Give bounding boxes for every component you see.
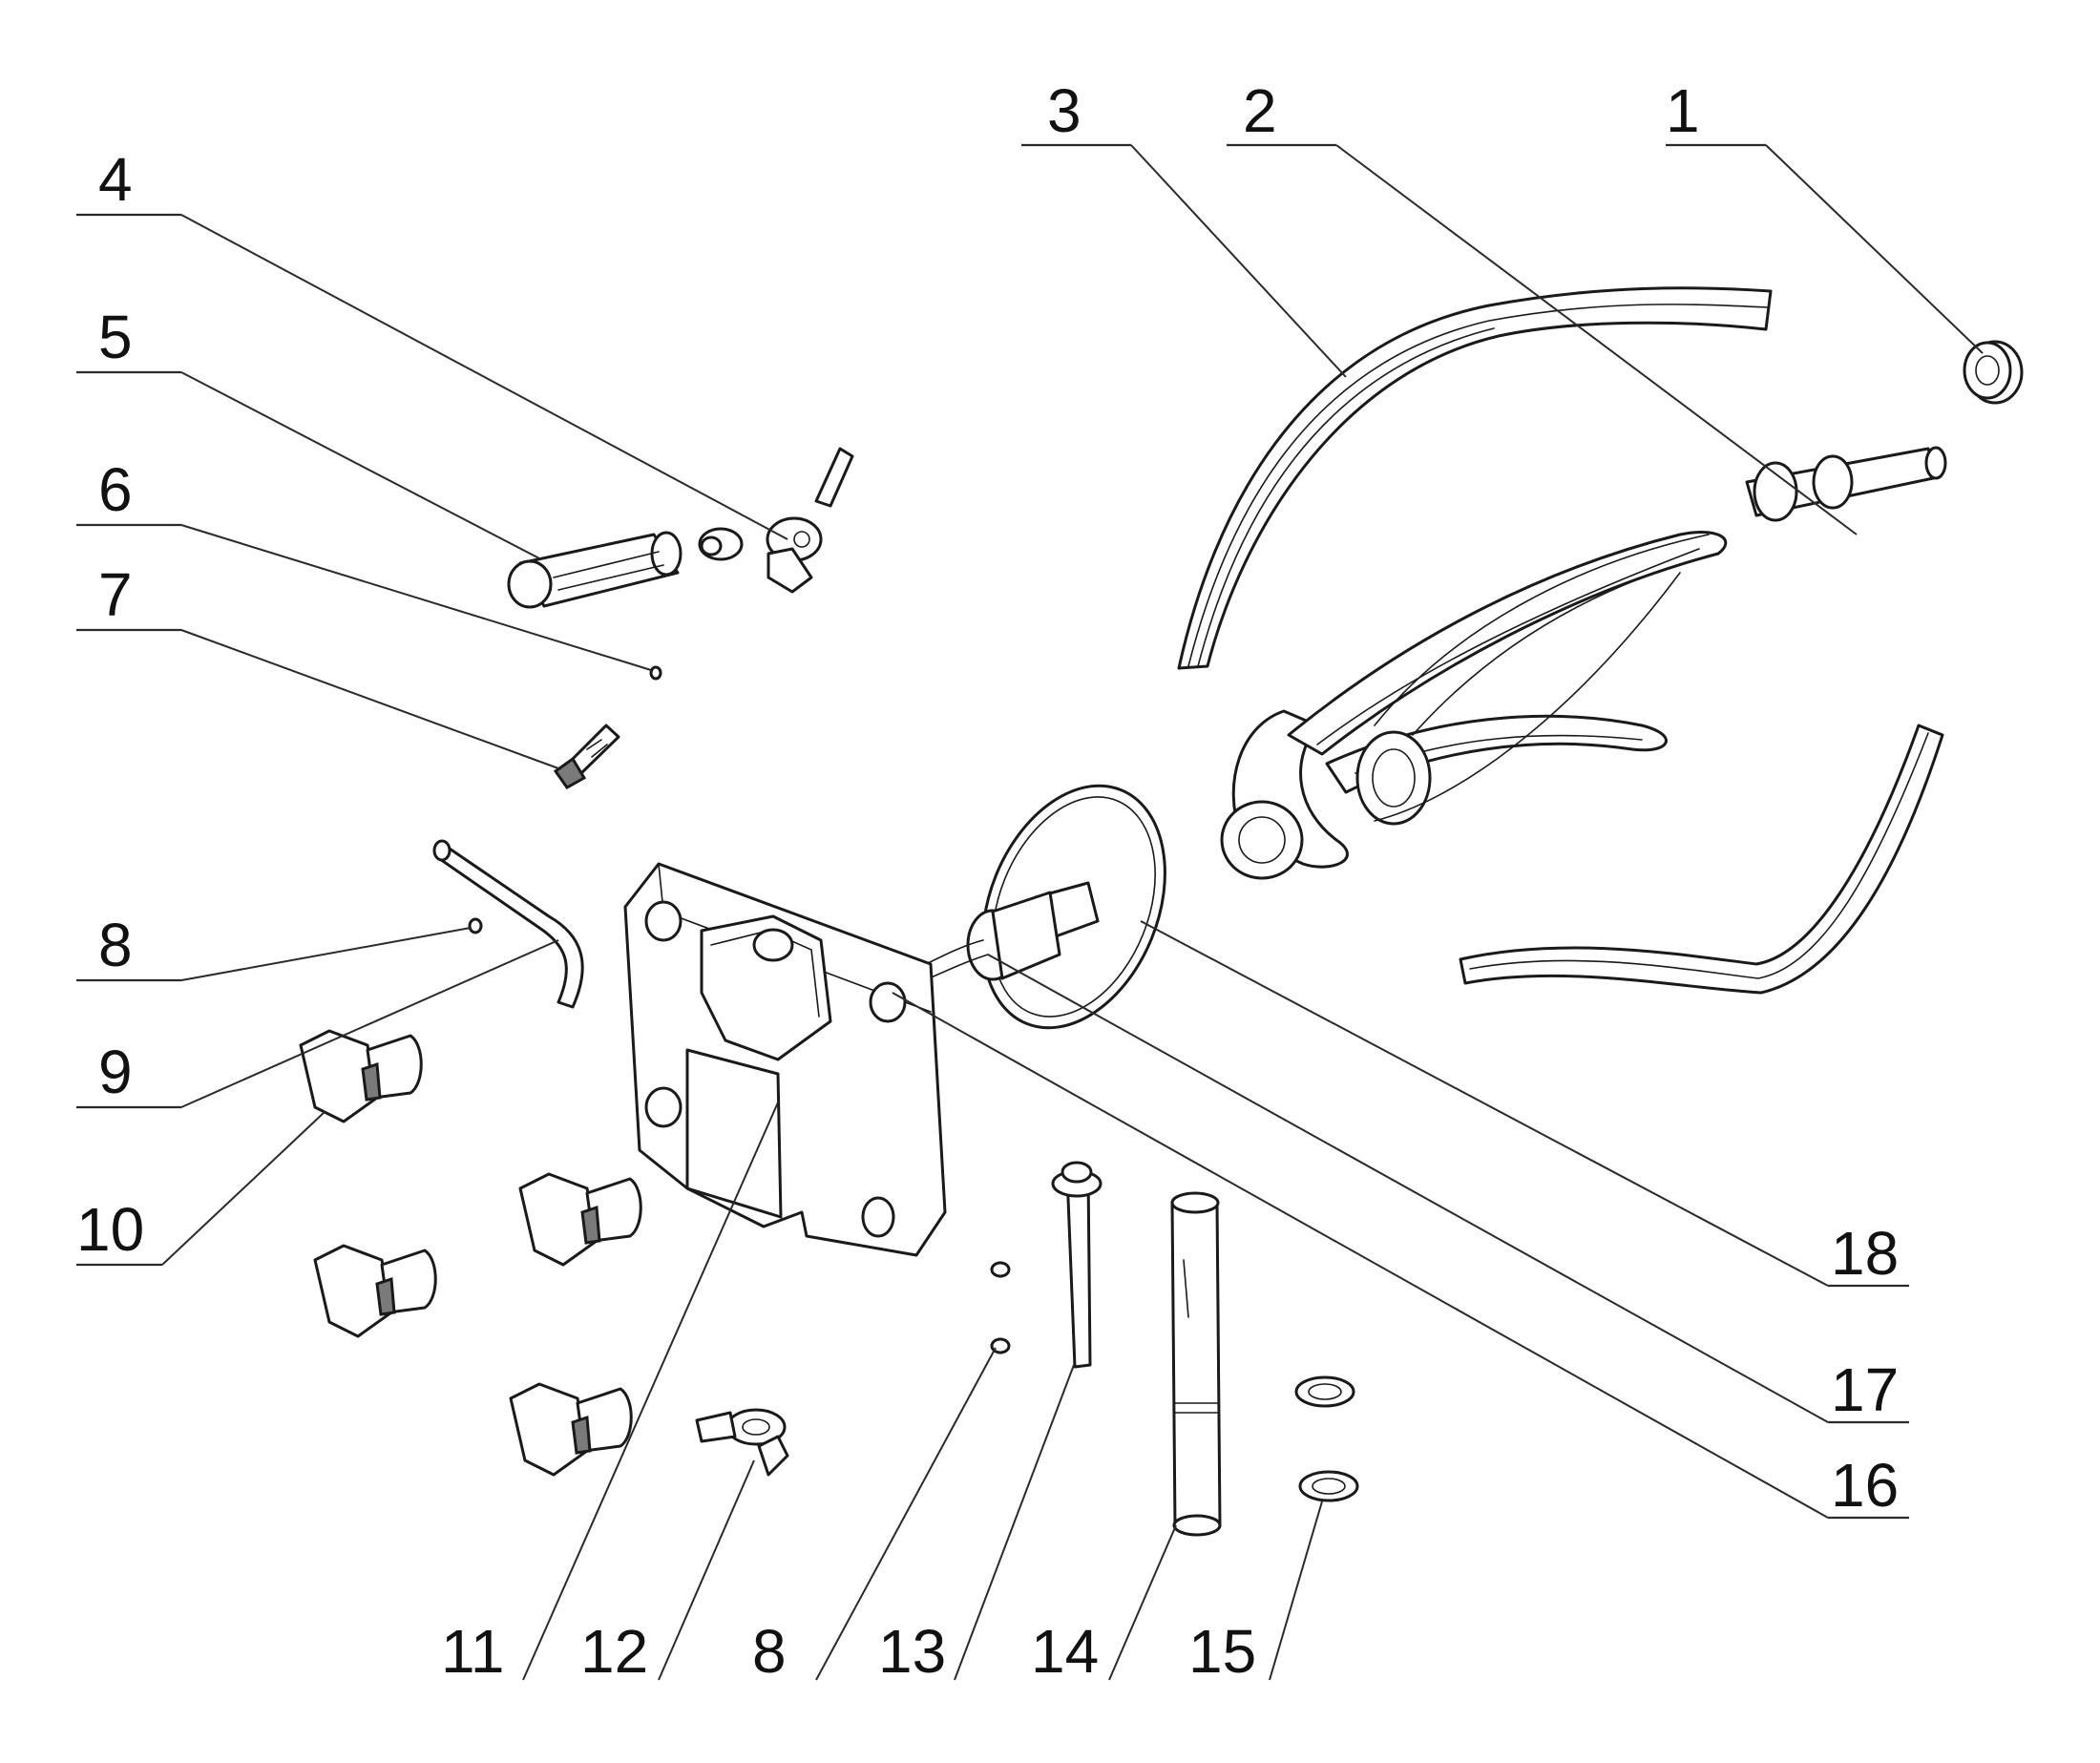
part-small-pin [649, 665, 662, 681]
callout-8-lower: 8 [752, 1617, 787, 1686]
callout-3: 3 [1047, 76, 1082, 145]
callout-18: 18 [1831, 1219, 1899, 1288]
callout-labels: 1 2 3 4 5 6 7 8 9 10 11 12 8 13 14 15 16… [76, 76, 1899, 1686]
part-wing-nut [695, 1408, 789, 1477]
star-knob-3 [518, 1172, 642, 1267]
callout-15: 15 [1188, 1617, 1256, 1686]
callout-1: 1 [1666, 76, 1700, 145]
part-handle-sleeve [507, 531, 682, 609]
part-upper-blade [1177, 286, 1773, 670]
callout-17: 17 [1831, 1355, 1899, 1424]
callout-5: 5 [98, 303, 133, 371]
part-small-washer-upper [468, 917, 483, 934]
callout-11: 11 [441, 1617, 504, 1686]
star-knob-1 [299, 1029, 423, 1123]
callout-8-upper: 8 [98, 911, 133, 979]
part-housing-plate [623, 862, 947, 1257]
part-impeller [1220, 446, 1947, 880]
part-small-washers-lower [990, 1261, 1011, 1354]
callout-12: 12 [580, 1617, 648, 1686]
star-knob-2 [313, 1244, 437, 1338]
part-lower-blade [1459, 724, 1944, 995]
callout-13: 13 [878, 1617, 946, 1686]
callout-10: 10 [76, 1195, 144, 1264]
star-knob-4 [509, 1382, 633, 1477]
part-long-bolt [1051, 1161, 1102, 1369]
part-ring-nut [1963, 340, 2024, 405]
part-shaft [1170, 1191, 1222, 1537]
leader-lines [76, 143, 1984, 1681]
callout-4: 4 [98, 145, 133, 214]
callout-16: 16 [1831, 1451, 1899, 1520]
part-bent-rod [432, 839, 584, 1009]
part-flat-washers [1294, 1375, 1359, 1502]
part-star-knobs [299, 1029, 642, 1477]
callout-6: 6 [98, 455, 133, 524]
callout-14: 14 [1031, 1617, 1099, 1686]
callout-7: 7 [98, 560, 133, 629]
part-lever [698, 447, 854, 594]
part-gasket-ring [906, 784, 1166, 1030]
callout-9: 9 [98, 1038, 133, 1106]
part-bolt [553, 724, 620, 789]
callout-2: 2 [1243, 76, 1277, 145]
